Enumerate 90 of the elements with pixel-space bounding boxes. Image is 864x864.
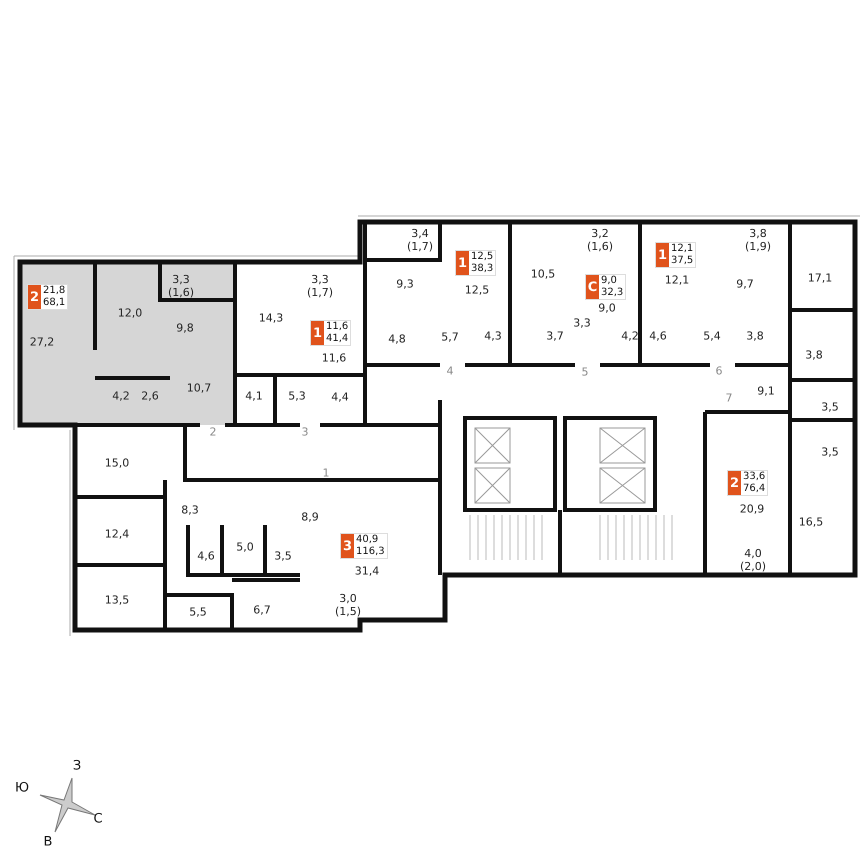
room-count: 2 [28, 285, 41, 309]
area-label: 10,5 [530, 268, 556, 280]
area-value: 116,3 [356, 546, 385, 558]
balcony-area-label: 3,0 (1,5) [334, 592, 362, 618]
area-label: 2,6 [141, 390, 159, 402]
area-label: 12,0 [118, 306, 142, 320]
area-label: 3,8 [746, 330, 764, 342]
door-number: 7 [726, 392, 732, 404]
area-label: 3,5 [821, 400, 839, 414]
room-count: С [586, 275, 599, 299]
area-label: 4,8 [388, 332, 406, 346]
area-label: 8,3 [181, 504, 199, 516]
area-value: 32,3 [601, 287, 624, 299]
area-label: 12,4 [104, 528, 130, 540]
area-label: 6,7 [253, 604, 271, 616]
area-label: 3,5 [821, 446, 839, 458]
area-label: 12,5 [464, 284, 490, 296]
area-label: 4,1 [245, 390, 263, 402]
area-label: 4,6 [649, 330, 667, 342]
area-value: 12,5 [471, 251, 494, 263]
area-label: 4,2 [112, 390, 130, 402]
area-value: 33,6 [743, 471, 766, 483]
area-label: 14,3 [258, 312, 284, 324]
area-label: 9,8 [176, 322, 194, 334]
balcony-area-label: 3,3 (1,6) [166, 273, 196, 299]
area-value: 37,5 [671, 255, 694, 267]
balcony-area-label: 3,4 (1,7) [406, 227, 434, 253]
area-value: 40,9 [356, 534, 380, 546]
compass-letter: С [93, 812, 103, 826]
balcony-area-label: 3,8 (1,9) [744, 227, 772, 253]
door-number: 4 [446, 364, 454, 378]
area-label: 9,7 [736, 278, 754, 290]
area-label: 10,7 [186, 382, 212, 394]
door-number: 2 [210, 426, 216, 438]
area-value: 21,8 [43, 285, 66, 297]
area-label: 5,7 [441, 330, 459, 344]
apartment-badge [310, 320, 352, 346]
area-value: 9,0 [601, 275, 618, 287]
balcony-area-label: 4,0 (2,0) [738, 547, 768, 573]
area-label: 15,0 [104, 456, 130, 470]
door-number: 1 [322, 466, 330, 480]
balcony-area-label: 3,2 (1,6) [586, 227, 614, 253]
apartment-badge [455, 250, 496, 276]
area-label: 4,4 [331, 390, 349, 404]
area-label: 4,2 [621, 330, 639, 342]
area-label: 16,5 [798, 516, 824, 528]
area-value: 11,6 [326, 321, 348, 333]
apartment-badge [27, 284, 68, 310]
area-label: 5,4 [703, 330, 721, 342]
area-label: 3,7 [546, 330, 564, 342]
area-label: 20,9 [740, 502, 764, 516]
area-label: 4,6 [197, 550, 215, 562]
apartment-badge [727, 470, 768, 496]
balcony-area-label: 3,3 (1,7) [306, 273, 334, 299]
room-count: 2 [728, 471, 741, 495]
room-count: 3 [341, 534, 354, 558]
area-label: 3,3 [573, 316, 591, 330]
area-label: 5,0 [236, 540, 254, 554]
apartment-badge [340, 533, 388, 559]
area-label: 5,5 [189, 606, 207, 618]
area-label: 17,1 [808, 272, 832, 284]
door-number: 6 [716, 364, 722, 378]
area-label: 5,3 [288, 390, 306, 402]
area-label: 31,4 [354, 564, 380, 578]
area-label: 8,9 [301, 510, 319, 524]
compass-letter: В [44, 836, 52, 848]
room-count: 1 [656, 243, 669, 267]
area-label: 3,5 [274, 550, 292, 562]
compass-letter: Ю [14, 782, 30, 794]
area-label: 12,1 [664, 274, 690, 286]
area-label: 9,1 [757, 384, 775, 398]
area-value: 68,1 [43, 297, 66, 309]
door-number: 3 [302, 426, 308, 438]
area-value: 12,1 [671, 243, 694, 255]
area-label: 27,2 [30, 336, 54, 348]
area-value: 41,4 [326, 333, 348, 345]
area-value: 38,3 [471, 263, 494, 275]
apartment-badge [655, 242, 696, 268]
compass-letter: З [72, 760, 82, 772]
area-label: 9,0 [598, 302, 616, 314]
area-label: 13,5 [104, 594, 130, 606]
room-count: 1 [456, 251, 469, 275]
area-label: 3,8 [805, 348, 823, 362]
door-number: 5 [582, 366, 588, 378]
apartment-badge [585, 274, 626, 300]
area-label: 4,3 [484, 330, 502, 342]
room-count: 1 [311, 321, 324, 345]
area-value: 76,4 [743, 483, 766, 495]
area-label: 11,6 [322, 352, 346, 364]
area-label: 9,3 [396, 278, 414, 290]
